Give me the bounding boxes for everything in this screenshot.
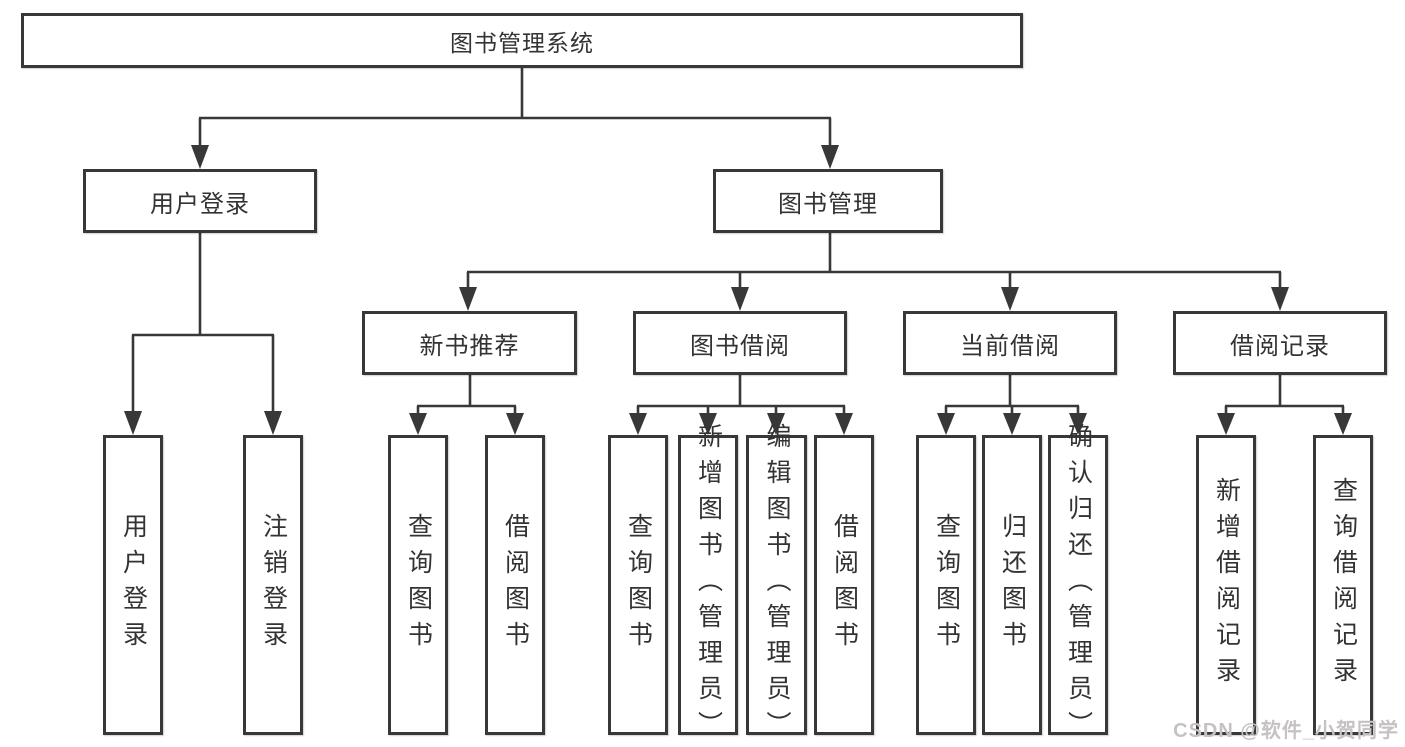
leaf-return-books: 归还图书: [982, 435, 1042, 735]
leaf-confirm-return-admin: 确认归还（管理员）: [1048, 423, 1108, 747]
leaf-add-books-admin: 新增图书（管理员）: [678, 423, 738, 747]
node-book-management: 图书管理: [713, 169, 943, 233]
node-label: 新书推荐: [419, 332, 520, 360]
leaf-borrow-books-recommend: 借阅图书: [485, 435, 545, 735]
arrowheads: [124, 145, 1352, 435]
leaf-query-books-current: 查询图书: [916, 435, 976, 735]
leaf-label: 归还图书: [998, 513, 1027, 657]
leaf-borrow-books: 借阅图书: [814, 435, 874, 735]
node-label: 用户登录: [150, 190, 250, 218]
node-label: 图书借阅: [690, 332, 790, 360]
node-current-borrow: 当前借阅: [903, 311, 1117, 375]
leaf-label: 查询图书: [932, 513, 961, 657]
leaf-label: 查询图书: [404, 513, 433, 657]
leaf-label: 新增图书（管理员）: [694, 423, 723, 747]
leaf-label: 借阅图书: [501, 513, 530, 657]
leaf-label: 注销登录: [259, 513, 288, 657]
node-new-book-recommend: 新书推荐: [362, 311, 577, 375]
node-book-borrow: 图书借阅: [633, 311, 847, 375]
node-user-login-group: 用户登录: [83, 169, 317, 233]
leaf-label: 查询借阅记录: [1329, 477, 1358, 693]
leaf-label: 用户登录: [119, 513, 148, 657]
leaf-logout: 注销登录: [243, 435, 303, 735]
leaf-add-borrow-record: 新增借阅记录: [1196, 435, 1256, 735]
leaf-label: 编辑图书（管理员）: [763, 423, 791, 747]
node-label: 借阅记录: [1230, 332, 1330, 360]
leaf-query-books-recommend: 查询图书: [388, 435, 448, 735]
leaf-edit-books-admin: 编辑图书（管理员）: [746, 423, 807, 747]
node-root-system: 图书管理系统: [21, 13, 1023, 68]
node-label: 当前借阅: [960, 332, 1060, 360]
leaf-label: 借阅图书: [830, 513, 859, 657]
node-borrow-records: 借阅记录: [1173, 311, 1387, 375]
node-label: 图书管理: [778, 190, 878, 218]
leaf-label: 查询图书: [624, 513, 653, 657]
leaf-label: 新增借阅记录: [1212, 477, 1241, 693]
node-root-label: 图书管理系统: [450, 29, 594, 56]
leaf-label: 确认归还（管理员）: [1064, 423, 1093, 747]
leaf-query-books-borrow: 查询图书: [608, 435, 668, 735]
csdn-watermark: CSDN @软件_小贺同学: [1173, 720, 1399, 742]
leaf-user-login: 用户登录: [103, 435, 163, 735]
leaf-query-borrow-record: 查询借阅记录: [1313, 435, 1373, 735]
